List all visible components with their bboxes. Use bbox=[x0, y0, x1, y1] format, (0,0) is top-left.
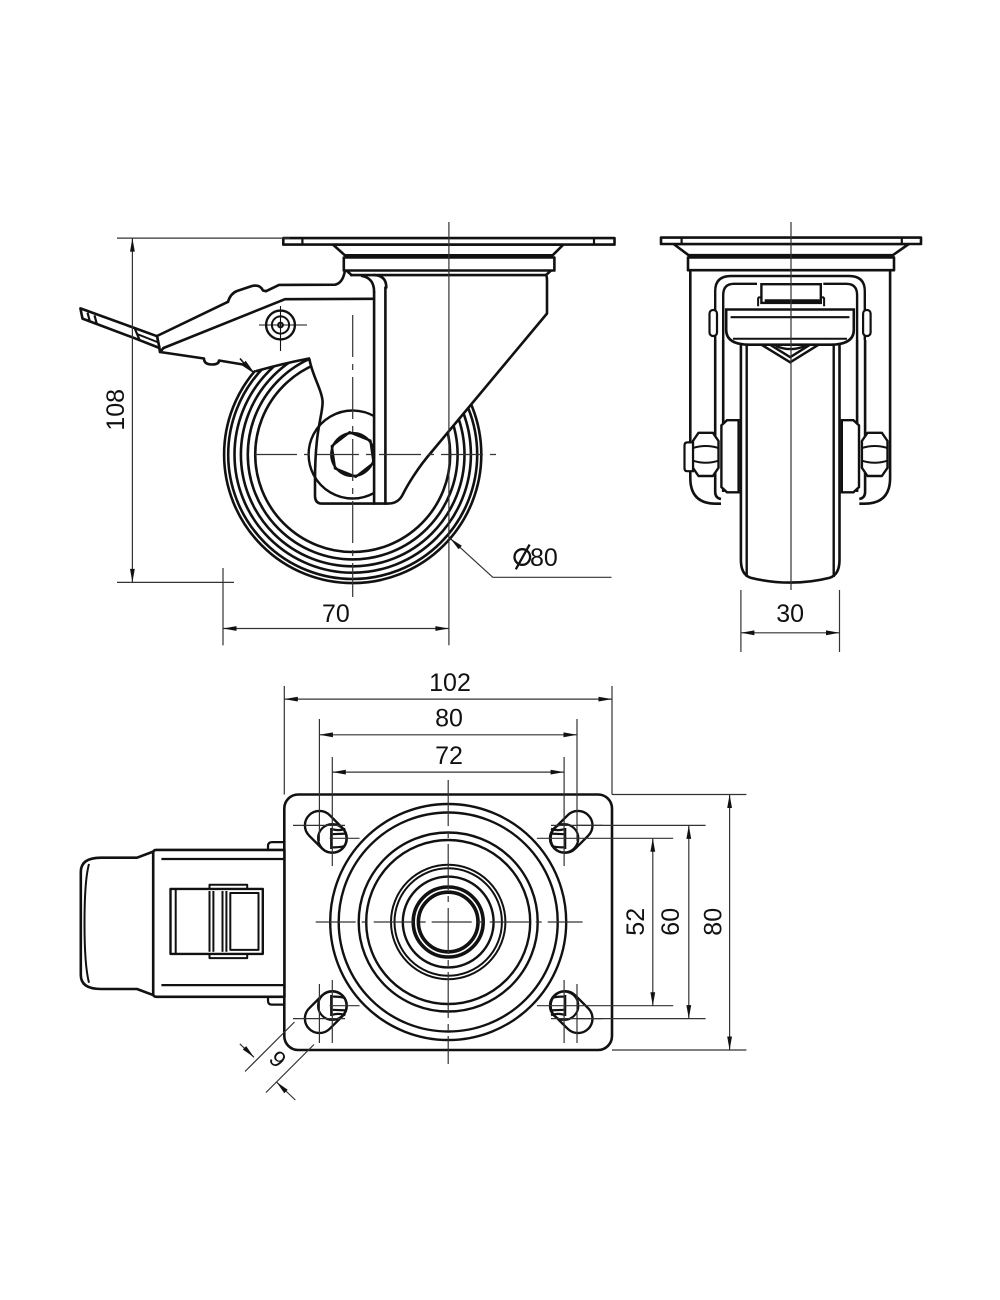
svg-text:80: 80 bbox=[699, 908, 727, 936]
svg-text:102: 102 bbox=[429, 669, 471, 697]
svg-text:80: 80 bbox=[530, 544, 558, 572]
svg-text:60: 60 bbox=[657, 908, 685, 936]
svg-text:30: 30 bbox=[776, 600, 804, 628]
svg-text:52: 52 bbox=[622, 908, 650, 936]
svg-text:70: 70 bbox=[322, 600, 350, 628]
svg-text:9: 9 bbox=[264, 1045, 291, 1072]
svg-text:80: 80 bbox=[435, 705, 463, 733]
svg-text:72: 72 bbox=[435, 742, 463, 770]
svg-text:108: 108 bbox=[102, 389, 130, 431]
